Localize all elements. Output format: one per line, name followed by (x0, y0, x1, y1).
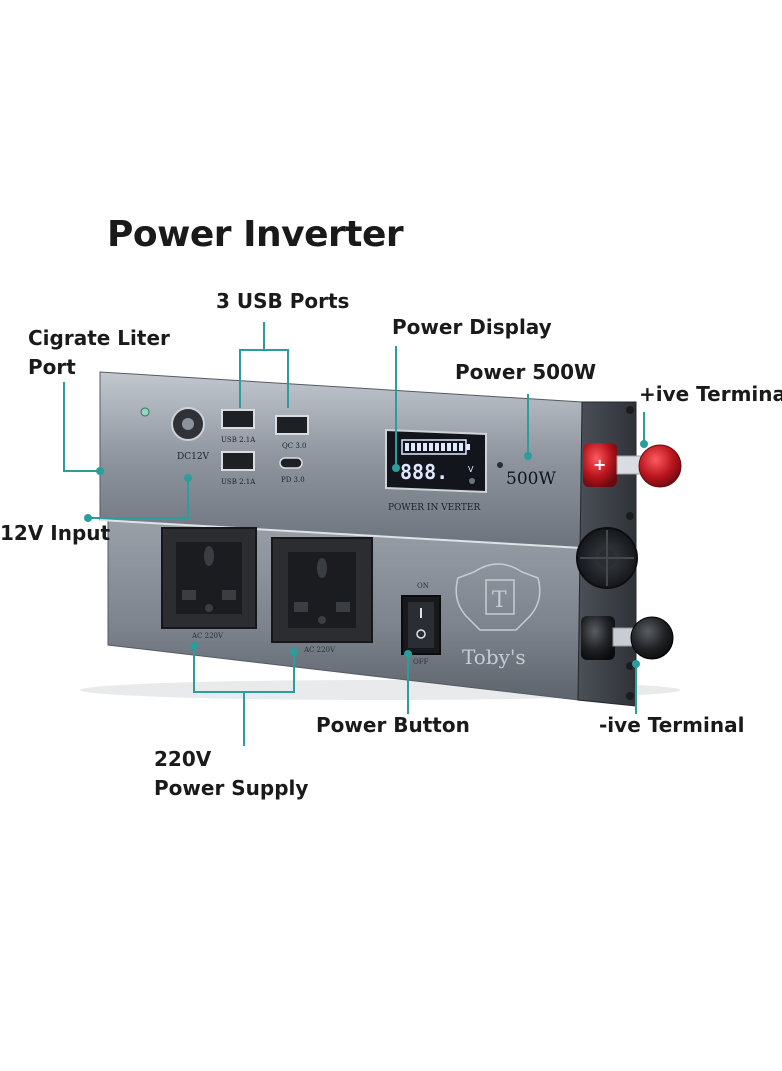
leader-dot (184, 474, 192, 482)
ac-outlet-1-pin (182, 590, 196, 600)
usb-port-2-label: USB 2.1A (221, 478, 256, 486)
leader-dot (392, 464, 400, 472)
pd-port (279, 457, 303, 469)
power-supply-callout: 220V Power Supply (154, 745, 308, 803)
dc-port-label: DC12V (177, 452, 210, 462)
battery-segment (453, 443, 457, 451)
panel-label: POWER IN VERTER (388, 503, 480, 513)
negative-terminal-callout: -ive Terminal (599, 711, 744, 740)
power-display-label: Power Display (392, 315, 552, 339)
usb-port-1 (221, 409, 255, 429)
input-12v-label: 12V Input (0, 521, 111, 545)
ac-outlet-1-label: AC 220V (191, 632, 224, 640)
cigarette-port-label-line1: Cigrate Liter (28, 326, 170, 350)
ac-outlet-1-pin (222, 590, 236, 600)
battery-segment (429, 443, 433, 451)
brand-crest-shield (485, 579, 515, 615)
housing-ridge (99, 519, 583, 549)
input-leader (88, 478, 189, 519)
positive-sign: + (593, 455, 606, 474)
cigarette-port-core (182, 418, 194, 430)
usb-port-2 (221, 451, 255, 471)
power-button-callout: Power Button (316, 711, 470, 740)
leader-lines (63, 322, 645, 746)
battery-segment (435, 443, 439, 451)
pd-port-label: PD 3.0 (281, 476, 305, 484)
cigarette-port-label-line2: Port (28, 355, 76, 379)
power-supply-label-line2: Power Supply (154, 776, 309, 800)
battery-icon (466, 444, 470, 450)
brand-crest (455, 563, 541, 631)
leader-dot (404, 650, 412, 658)
display-digits: 888. (400, 460, 448, 484)
ac-outlet-2-pin (294, 602, 308, 612)
cigarette-port-callout: Cigrate Liter Port (28, 324, 170, 382)
battery-segment (411, 443, 415, 451)
battery-bars (405, 443, 463, 451)
brand-name: Toby's (462, 645, 526, 669)
positive-terminal-base (583, 443, 617, 487)
leader-dot (96, 467, 104, 475)
input-12v-callout: 12V Input (0, 519, 110, 548)
ac-outlet-1-pin (204, 546, 214, 566)
negative-terminal-label: -ive Terminal (599, 713, 745, 737)
positive-terminal-label: +ive Termina (639, 382, 782, 406)
power-button-label: Power Button (316, 713, 470, 737)
led-indicator (140, 407, 150, 417)
status-dot (497, 462, 503, 468)
display-sensor (469, 478, 475, 484)
page-title: Power Inverter (107, 214, 404, 255)
positive-terminal-knob (638, 444, 682, 488)
power-display-callout: Power Display (392, 313, 552, 342)
usb-port-1-label: USB 2.1A (221, 436, 256, 444)
end-cap-screw (626, 692, 634, 700)
negative-terminal-knob (630, 616, 674, 660)
leader-dot (290, 648, 298, 656)
leader-dot (84, 514, 92, 522)
power-supply-label-line1: 220V (154, 747, 212, 771)
negative-terminal-base (581, 616, 615, 660)
leader-dot (524, 452, 532, 460)
qc-port-label: QC 3.0 (282, 442, 306, 450)
rating-label: 500W (506, 469, 556, 489)
battery-segment (405, 443, 409, 451)
battery-segment (423, 443, 427, 451)
housing-top (99, 371, 583, 549)
ac-outlet-2-label: AC 220V (303, 646, 336, 654)
cigarette-leader (63, 382, 100, 472)
battery-segment (447, 443, 451, 451)
leader-dot (190, 642, 198, 650)
qc-port (275, 415, 309, 435)
power-rating-callout: Power 500W (455, 358, 596, 387)
ac-outlet-2-pin (317, 558, 327, 578)
usb-ports-label: 3 USB Ports (216, 289, 350, 313)
switch-on-label: ON (417, 582, 429, 590)
ac-outlet-1-pin (205, 604, 213, 612)
display-unit: V (468, 465, 474, 474)
usb-ports-callout: 3 USB Ports (216, 287, 349, 316)
leader-dots (84, 440, 648, 668)
end-cap-screw (626, 406, 634, 414)
leader-dot (632, 660, 640, 668)
battery-segment (459, 443, 463, 451)
ac-outlet-2-pin (318, 616, 326, 624)
brand-logo-letter: T (492, 588, 507, 613)
power-rating-label: Power 500W (455, 360, 597, 384)
leader-dot (640, 440, 648, 448)
switch-off-mark (416, 629, 426, 639)
positive-terminal-callout: +ive Termina (639, 380, 782, 409)
switch-off-label: OFF (413, 658, 429, 666)
ac-outlet-2-pin (336, 602, 350, 612)
end-cap-screw (626, 512, 634, 520)
battery-segment (417, 443, 421, 451)
battery-segment (441, 443, 445, 451)
